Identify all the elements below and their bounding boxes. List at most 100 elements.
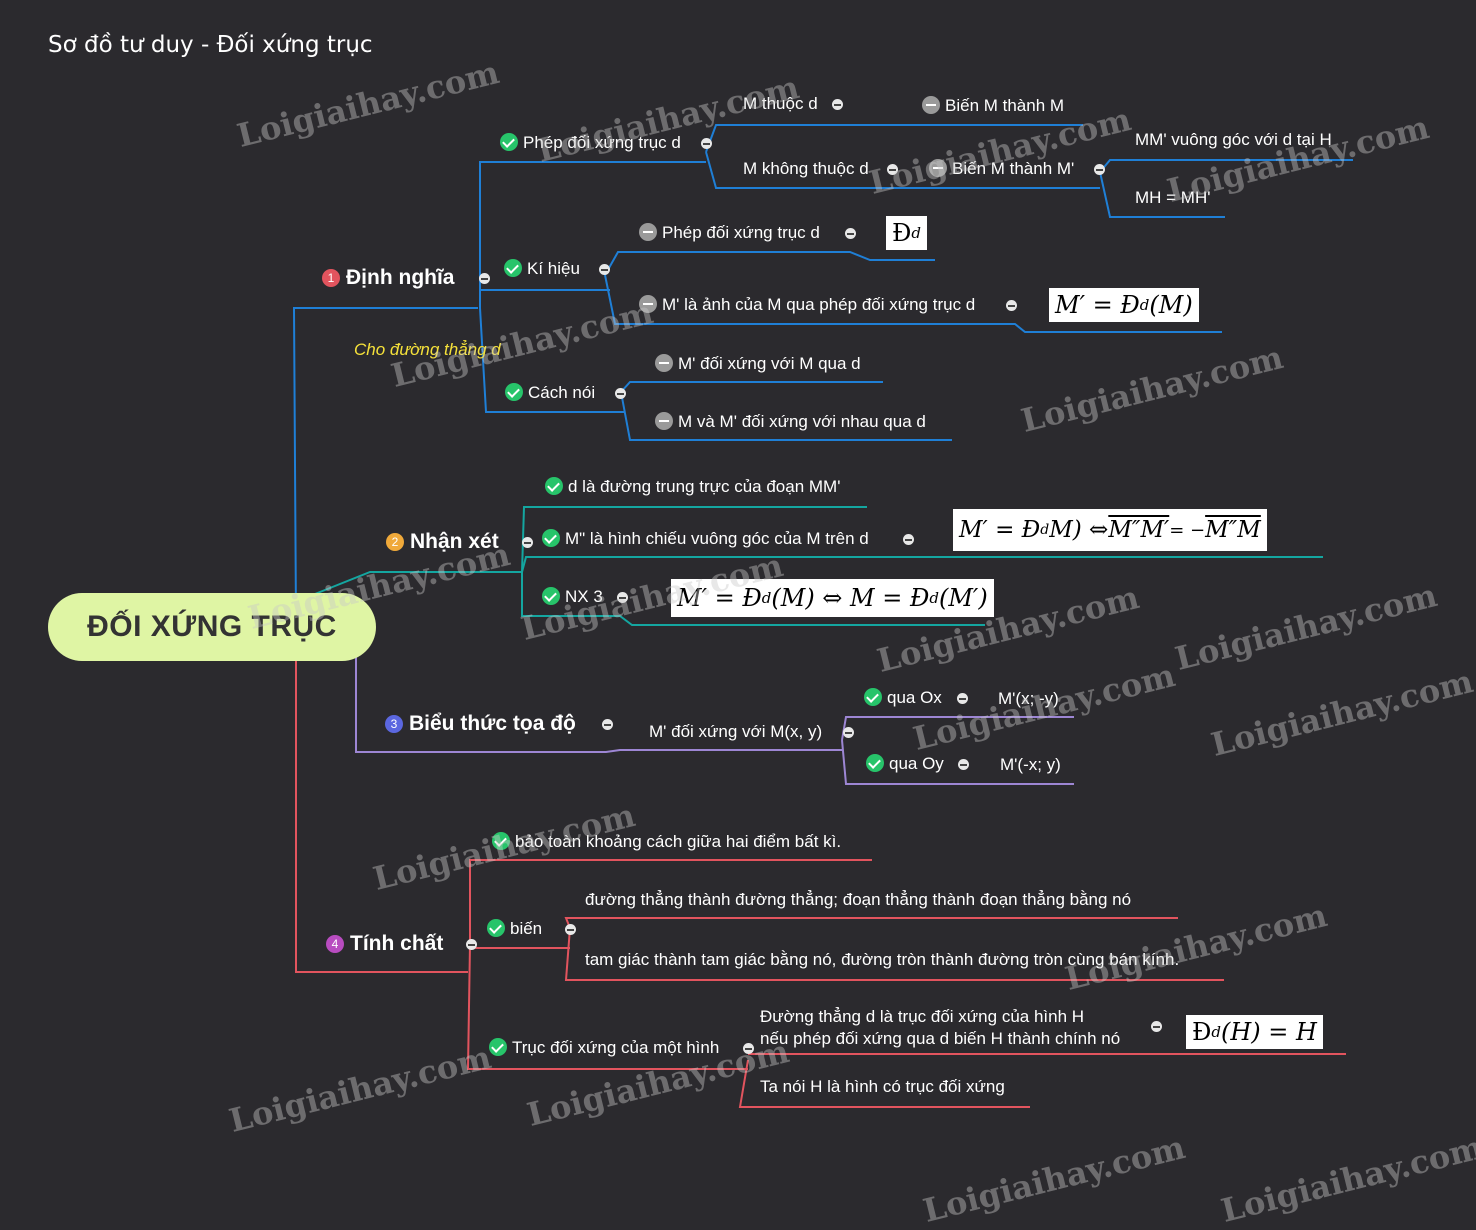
collapse-icon[interactable] [701, 138, 712, 149]
minus-icon [655, 354, 673, 372]
collapse-icon[interactable] [615, 388, 626, 399]
formula-text: Đ [892, 219, 912, 247]
node-label: Cách nói [528, 383, 596, 402]
collapse-icon[interactable] [843, 727, 854, 738]
formula-text: M′ = Đ [959, 517, 1041, 543]
minus-icon [639, 223, 657, 241]
node-tam-giac[interactable]: tam giác thành tam giác bằng nó, đường t… [585, 950, 1180, 969]
node-label: qua Ox [887, 688, 942, 707]
watermark: Loigiaihay.com [919, 1128, 1189, 1230]
branch-label: Tính chất [350, 932, 444, 955]
node-mh-bang-mh[interactable]: MH = MH' [1135, 188, 1211, 207]
collapse-icon[interactable] [602, 719, 613, 730]
node-qua-oy[interactable]: qua Oy [866, 754, 944, 774]
node-bien-m-thanh-m-prime[interactable]: Biến M thành M' [929, 159, 1074, 179]
node-label: Kí hiệu [527, 259, 580, 278]
node-label: bảo toàn khoảng cách giữa hai điểm bất k… [515, 832, 842, 851]
check-icon [866, 754, 884, 772]
node-mm-vuong-goc[interactable]: MM' vuông góc với d tại H [1135, 130, 1332, 149]
node-ox-result[interactable]: M'(x; -y) [998, 689, 1059, 708]
formula-text: M′ = Đ [677, 584, 762, 612]
collapse-icon[interactable] [832, 99, 843, 110]
page-title: Sơ đồ tư duy - Đối xứng trục [48, 32, 373, 58]
node-ki-hieu-phep[interactable]: Phép đối xứng trục d [639, 223, 820, 243]
watermark: Loigiaihay.com [1061, 896, 1331, 998]
formula-text: (M) [1149, 291, 1193, 319]
collapse-icon[interactable] [522, 537, 533, 548]
minus-icon [929, 159, 947, 177]
node-cach-noi[interactable]: Cách nói [505, 383, 595, 403]
collapse-icon[interactable] [479, 273, 490, 284]
node-label: Biến M thành M' [952, 159, 1075, 178]
formula-sub: d [1040, 522, 1050, 538]
node-truc-doi-xung[interactable]: Trục đối xứng của một hình [489, 1038, 719, 1058]
vector-text: M″M′ [1108, 517, 1170, 543]
node-duong-thang[interactable]: đường thẳng thành đường thẳng; đoạn thẳn… [585, 890, 1132, 909]
collapse-icon[interactable] [887, 164, 898, 175]
node-doi-xung-voi-nhau[interactable]: M và M' đối xứng với nhau qua d [655, 412, 926, 432]
collapse-icon[interactable] [599, 264, 610, 275]
watermark: Loigiaihay.com [1017, 338, 1287, 440]
branch-tinh-chat[interactable]: 4 Tính chất [326, 932, 443, 956]
collapse-icon[interactable] [617, 592, 628, 603]
node-m-khong-thuoc-d[interactable]: M không thuộc d [743, 159, 869, 178]
formula-sub: d [911, 224, 921, 242]
node-label-line1: Đường thẳng d là trục đối xứng của hình … [760, 1007, 1085, 1026]
formula-text: (M′) [938, 584, 988, 612]
node-qua-ox[interactable]: qua Ox [864, 688, 942, 708]
vector-text: M″M [1205, 517, 1261, 543]
formula-sub: d [761, 589, 772, 607]
root-node[interactable]: ĐỐI XỨNG TRỤC [48, 593, 376, 661]
node-label: Phép đối xứng trục d [523, 133, 681, 152]
node-label: M và M' đối xứng với nhau qua d [678, 412, 926, 431]
node-trung-truc[interactable]: d là đường trung trực của đoạn MM' [545, 477, 840, 497]
check-icon [489, 1038, 507, 1056]
branch-dinh-nghia[interactable]: 1 Định nghĩa [322, 266, 455, 290]
collapse-icon[interactable] [1151, 1021, 1162, 1032]
note-label: Cho đường thẳng d [354, 340, 501, 359]
collapse-icon[interactable] [565, 924, 576, 935]
formula-sub: d [1211, 1023, 1221, 1041]
node-bien[interactable]: biến [487, 919, 542, 939]
number-badge: 2 [386, 533, 404, 551]
number-badge: 4 [326, 935, 344, 953]
formula-sub: d [1139, 296, 1150, 314]
watermark: Loigiaihay.com [1171, 576, 1441, 678]
node-label: qua Oy [889, 754, 944, 773]
node-label: Phép đối xứng trục d [662, 223, 820, 242]
collapse-icon[interactable] [1006, 300, 1017, 311]
branch-label: Biểu thức tọa độ [409, 712, 576, 735]
node-nx-3[interactable]: NX 3 [542, 587, 603, 607]
collapse-icon[interactable] [466, 939, 477, 950]
collapse-icon[interactable] [845, 228, 856, 239]
node-label: M" là hình chiếu vuông góc của M trên d [565, 529, 869, 548]
branch-nhan-xet[interactable]: 2 Nhận xét [386, 530, 499, 554]
node-bien-m-thanh-m[interactable]: Biến M thành M [922, 96, 1064, 116]
check-icon [542, 529, 560, 547]
node-ki-hieu[interactable]: Kí hiệu [504, 259, 580, 279]
collapse-icon[interactable] [743, 1043, 754, 1054]
node-oy-result[interactable]: M'(-x; y) [1000, 755, 1061, 774]
branch-bieu-thuc-toa-do[interactable]: 3 Biểu thức tọa độ [385, 712, 576, 736]
node-m-prime-la-anh[interactable]: M' là ảnh của M qua phép đối xứng trục d [639, 295, 975, 315]
node-m-prime-doi-xung[interactable]: M' đối xứng với M(x, y) [649, 722, 823, 741]
collapse-icon[interactable] [957, 693, 968, 704]
collapse-icon[interactable] [958, 759, 969, 770]
check-icon [492, 832, 510, 850]
formula-text: (H) = H [1220, 1018, 1317, 1046]
watermark: Loigiaihay.com [225, 1038, 495, 1140]
watermark: Loigiaihay.com [233, 53, 503, 155]
node-bao-toan[interactable]: bảo toàn khoảng cách giữa hai điểm bất k… [492, 832, 841, 852]
collapse-icon[interactable] [1094, 164, 1105, 175]
node-phep-doi-xung[interactable]: Phép đối xứng trục d [500, 133, 681, 153]
node-m-thuoc-d[interactable]: M thuộc d [743, 94, 818, 113]
formula-sub: d [929, 589, 939, 607]
node-dinh-nghia-truc[interactable]: Đường thẳng d là trục đối xứng của hình … [760, 1006, 1120, 1050]
node-label-line2: nếu phép đối xứng qua d biến H thành chí… [760, 1029, 1121, 1048]
node-ta-noi[interactable]: Ta nói H là hình có trục đối xứng [760, 1077, 1005, 1096]
node-hinh-chieu[interactable]: M" là hình chiếu vuông góc của M trên d [542, 529, 869, 549]
node-doi-xung-qua-d[interactable]: M' đối xứng với M qua d [655, 354, 861, 374]
collapse-icon[interactable] [903, 534, 914, 545]
check-icon [500, 133, 518, 151]
